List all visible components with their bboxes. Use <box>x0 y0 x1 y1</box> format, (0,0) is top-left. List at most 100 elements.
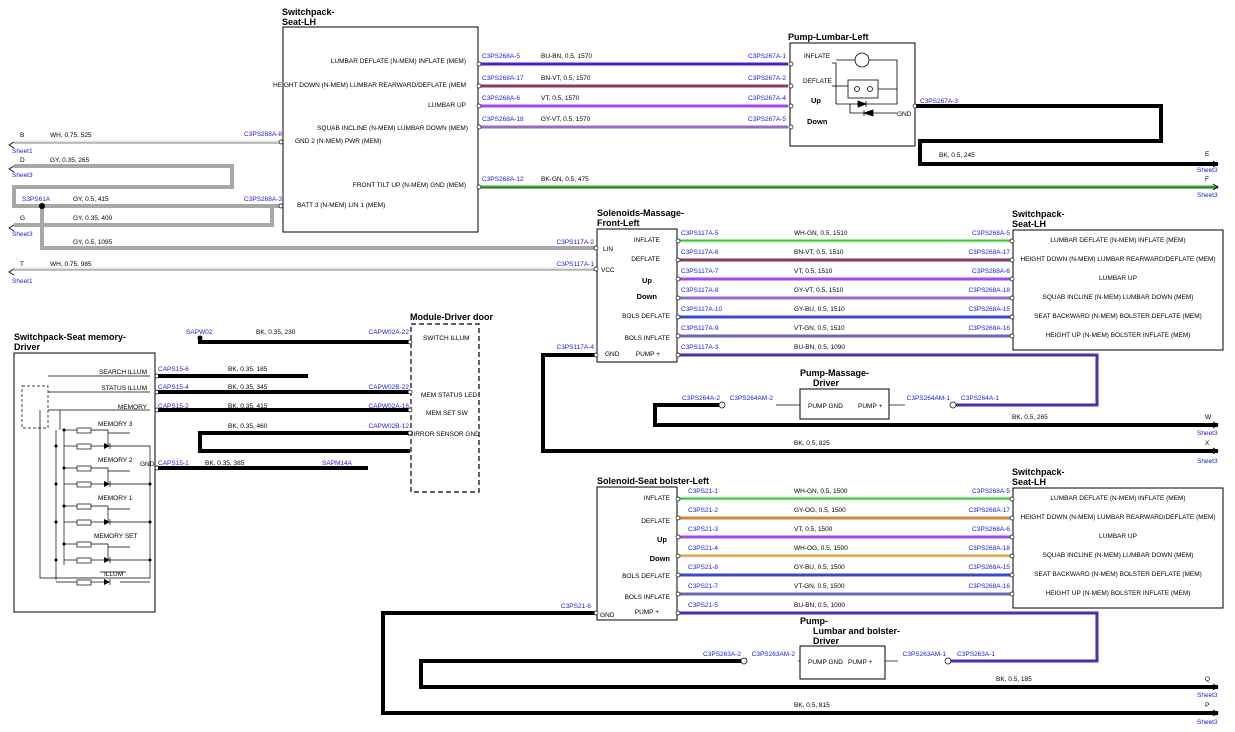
connector-label: C3PS21-3 <box>688 526 718 533</box>
wire-spec: BK-GN, 0.5, 475 <box>541 176 589 183</box>
component-title: Module-Driver door <box>410 312 494 322</box>
sheet-ref-sheet: Sheet3 <box>1197 719 1218 726</box>
pump-lumbar-bolster-driver: Pump- Lumbar and bolster- Driver PUMP GN… <box>798 616 900 680</box>
pin-label: BOLS DEFLATE <box>622 573 671 580</box>
pin-label: MEM SET SW <box>426 410 469 417</box>
pin-label: DEFLATE <box>803 78 832 85</box>
component-title-line1: Pump-Massage- <box>800 368 869 378</box>
connector-label: C3PS268A-17 <box>968 249 1010 256</box>
connector-label: C3PS267A-1 <box>748 53 786 60</box>
connector-label: C3PS267A-3 <box>920 98 958 105</box>
pin-label: HEIGHT UP (N-MEM) BOLSTER INFLATE (MEM) <box>1046 332 1191 339</box>
connector-label: C3PS117A-5 <box>681 230 719 237</box>
wire-spec: WH-GN, 0.5, 1500 <box>794 488 848 495</box>
wire-spec: BK, 0.35, 385 <box>205 460 245 467</box>
connector-label: C3PS267A-2 <box>748 75 786 82</box>
connector-label: C3PS21-7 <box>688 583 718 590</box>
pin-label: GND <box>605 351 620 358</box>
sheet-ref-sheet: Sheet3 <box>1197 458 1218 465</box>
pin-label: BOLS INFLATE <box>625 594 671 601</box>
wire-spec: GY-OG, 0.5, 1500 <box>794 507 846 514</box>
wire-spec: GY, 0.5, 415 <box>73 196 109 203</box>
connector-label: C3PS268A-18 <box>482 116 524 123</box>
pin-label: BOLS DEFLATE <box>622 313 671 320</box>
pin-label: SQUAB INCLINE (N-MEM) LUMBAR DOWN (MEM) <box>1043 552 1194 559</box>
sheet-ref-letter: Q <box>1205 676 1210 683</box>
component-title-line1: Switchpack- <box>1012 467 1065 477</box>
connector-label: C3PS21-1 <box>688 488 718 495</box>
pin-label: LUMBAR UP <box>428 102 466 109</box>
switchpack-seat-memory-driver: Switchpack-Seat memory- Driver SEARCH IL… <box>13 332 160 613</box>
inner-label: MEMORY SET <box>94 533 137 540</box>
wire-group-door: SAPW02 BK, 0.35, 230 CAPW02A-22 CAPS15-6… <box>158 329 410 470</box>
pin-label: Down <box>637 292 658 301</box>
pin-label: GND <box>140 461 155 468</box>
wire-spec: BK, 0.5, 185 <box>996 676 1032 683</box>
pin-label: PUMP + <box>636 351 660 358</box>
wire-spec: VT-GN, 0.5, 1510 <box>794 325 845 332</box>
component-title-line2: Seat-LH <box>1012 219 1046 229</box>
connector-label: CAPW02A-22 <box>369 329 410 336</box>
wire-spec: GY, 0.5, 1095 <box>73 239 113 246</box>
connector-label: C3PS264AM-1 <box>907 395 951 402</box>
connector-label: C3PS268A-6 <box>972 268 1010 275</box>
connector-label: C3PS264A-2 <box>682 395 720 402</box>
wire-group-left-top: WH, 0.75, 525 C3PS268A-8 GY, 0.35, 265 S… <box>12 131 595 271</box>
pin-label: VCC <box>601 267 615 274</box>
pin-label: PUMP + <box>848 659 872 666</box>
pin-label: HEIGHT DOWN (N-MEM) LUMBAR REARWARD/DEFL… <box>1020 256 1215 263</box>
connector-label: CAPW02A-16 <box>369 403 410 410</box>
sheet-refs-left: B Sheet1 D Sheet3 G Sheet3 T Sheet1 <box>8 132 33 285</box>
wire-spec: BK, 0.5, 825 <box>794 440 830 447</box>
pin-label: PUMP + <box>858 403 882 410</box>
connector-label: CAPW02B-12 <box>369 423 410 430</box>
pin-label: GND 2 (N-MEM) PWR (MEM) <box>295 138 381 145</box>
sheet-ref-letter: E <box>1205 151 1210 158</box>
connector-label: C3PS117A-8 <box>681 287 719 294</box>
wire-spec: GY, 0.35, 400 <box>73 215 113 222</box>
switchpack-seat-lh-bottom: Switchpack- Seat-LH LUMBAR DEFLATE (N-ME… <box>1012 467 1224 609</box>
component-title-line1: Switchpack- <box>282 7 335 17</box>
wire-spec: VT, 0.5, 1570 <box>541 95 580 102</box>
component-title-line2: Driver <box>813 378 840 388</box>
component-title-line2: Front-Left <box>597 218 640 228</box>
pin-label: Up <box>642 276 652 285</box>
splice-label: S3PS61A <box>22 196 51 203</box>
pin-label: SQUAB INCLINE (N-MEM) LUMBAR DOWN (MEM) <box>1043 294 1194 301</box>
wire-spec: BK, 0.35, 415 <box>228 403 268 410</box>
connector-label: C3PS268A-6 <box>482 95 520 102</box>
wire-spec: BN-VT, 0.5, 1510 <box>794 249 844 256</box>
wire-spec: GY-VT, 0.5, 1570 <box>541 116 591 123</box>
connector-label: C3PS268A-15 <box>968 564 1010 571</box>
connector-label: CAPS15-2 <box>158 403 189 410</box>
wire-group-massage-pump: C3PS117A-3 BU-BN, 0.5, 1090 C3PS264A-1 C… <box>541 344 1218 453</box>
wire-spec: GY-VT, 0.5, 1510 <box>794 287 844 294</box>
sheet-ref-sheet: Sheet3 <box>12 231 33 238</box>
component-title-line2: Lumbar and bolster- <box>813 626 900 636</box>
sheet-ref-sheet: Sheet3 <box>1197 167 1218 174</box>
wire-spec: VT-GN, 0.5, 1500 <box>794 583 845 590</box>
pump-lumbar-left: Pump-Lumbar-Left INFLATE DEFLATE Up Down… <box>788 32 918 147</box>
connector-label: C3PS117A-2 <box>557 239 595 246</box>
motor-symbol <box>832 52 898 117</box>
component-title-line2: Driver <box>14 342 41 352</box>
connector-label: C3PS268A-5 <box>972 230 1010 237</box>
pin-label: INFLATE <box>634 237 661 244</box>
wire-spec: WH-GN, 0.5, 1510 <box>794 230 848 237</box>
memory-circuit <box>21 375 152 586</box>
pin-label: MEM STATUS LED <box>421 392 477 399</box>
pin-label: SQUAB INCLINE (N-MEM) LUMBAR DOWN (MEM) <box>317 125 468 132</box>
connector-label: C3PS267A-4 <box>748 95 786 102</box>
pin-label: LUMBAR DEFLATE (N-MEM) INFLATE (MEM) <box>1050 495 1185 502</box>
wire-spec: VT, 0.5, 1510 <box>794 268 833 275</box>
connector-label: C3PS264AM-2 <box>730 395 774 402</box>
connector-label: C3PS268A-16 <box>968 325 1010 332</box>
pin-label: GND <box>600 612 615 619</box>
sheet-ref-sheet: Sheet3 <box>12 172 33 179</box>
sheet-ref-sheet: Sheet3 <box>1197 430 1218 437</box>
inner-label: MEMORY 1 <box>98 495 133 502</box>
sheet-ref-letter: W <box>1205 414 1212 421</box>
wire-spec: BU-BN, 0.5, 1570 <box>541 53 592 60</box>
pin-label: GND <box>897 111 912 118</box>
pin-label: BOLS INFLATE <box>625 335 671 342</box>
